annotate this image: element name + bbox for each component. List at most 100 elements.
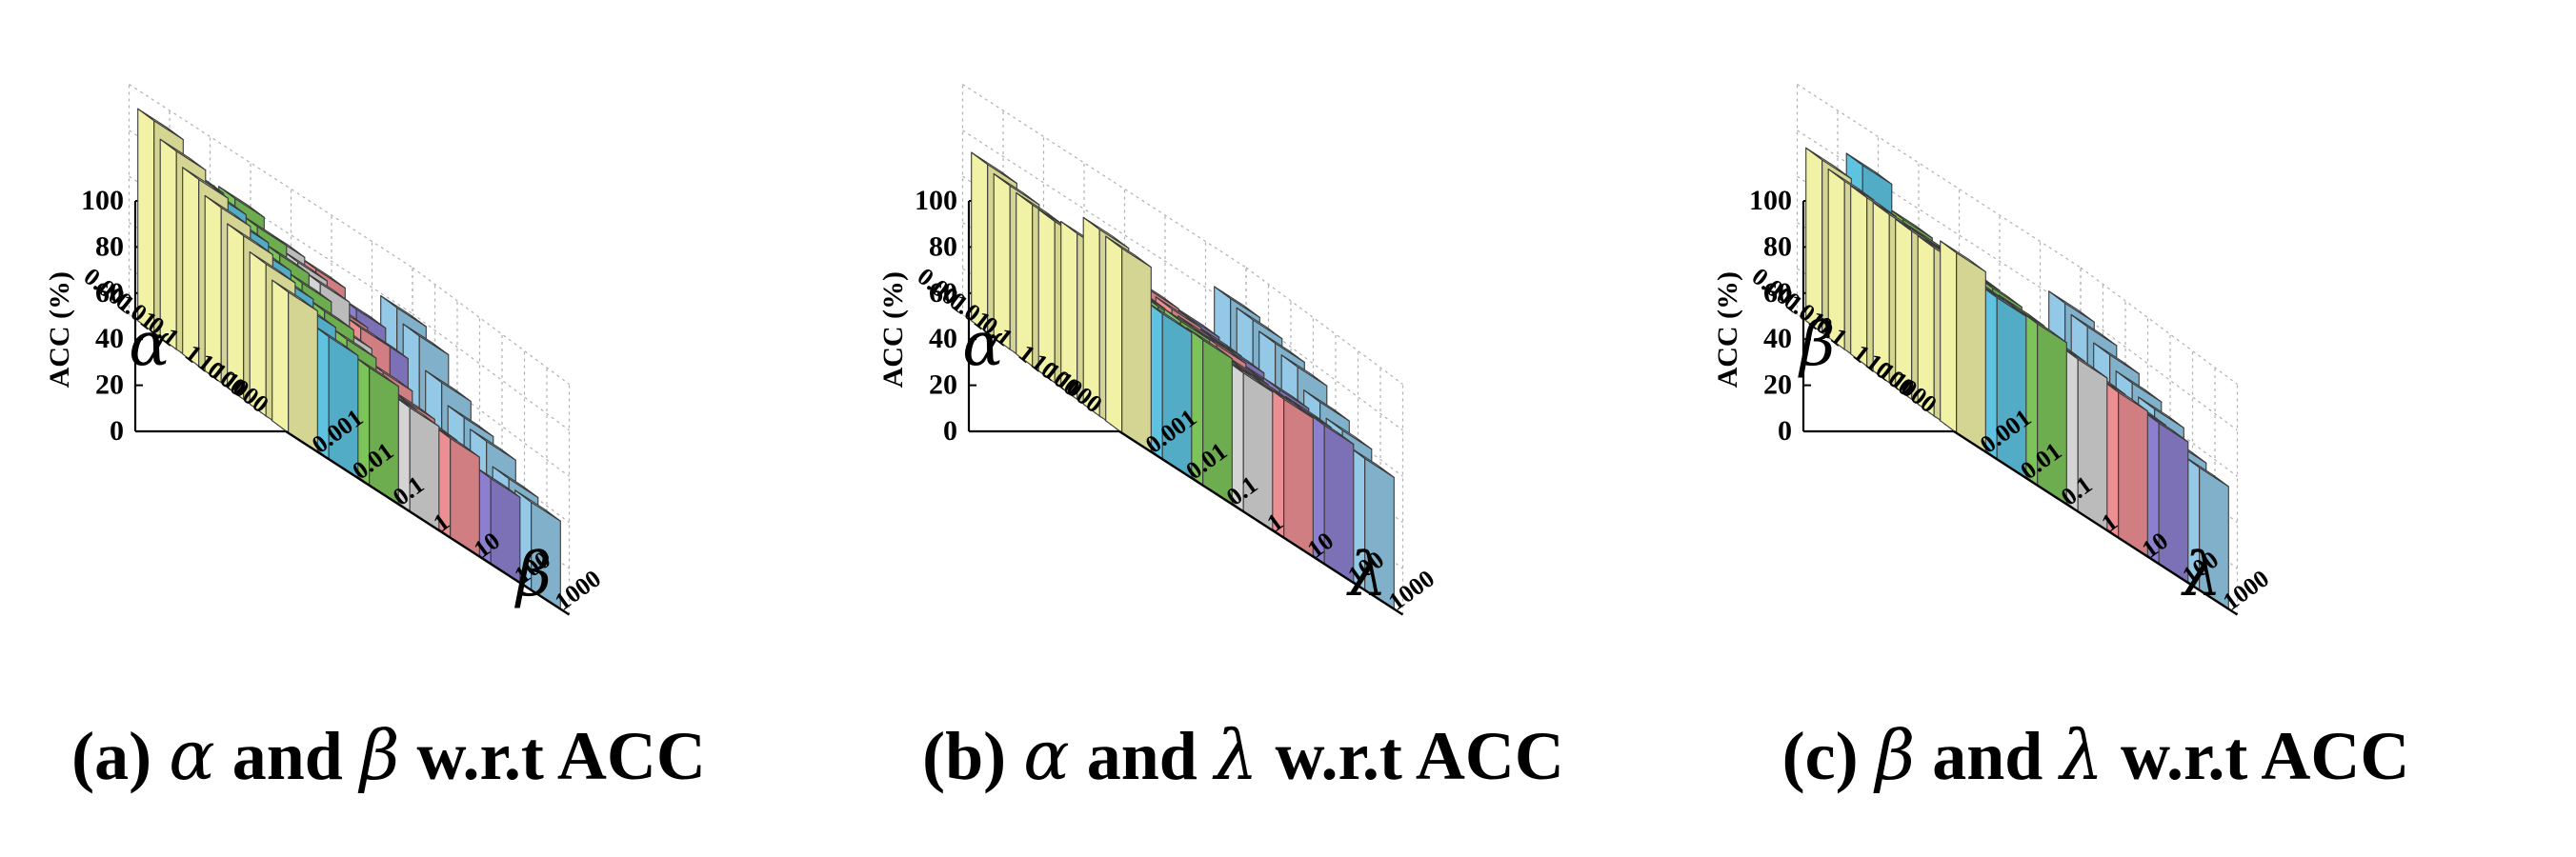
- z-tick-label: 0: [110, 415, 124, 447]
- bar: [1105, 235, 1152, 452]
- z-tick-label: 60: [95, 277, 124, 309]
- z-tick-label: 60: [1763, 277, 1792, 309]
- bar-face-top: [312, 324, 359, 356]
- bar-face-top: [1105, 235, 1152, 269]
- gridline: [2080, 312, 2238, 431]
- col-axis-line: [285, 429, 571, 616]
- bars: [137, 108, 561, 609]
- bar-face-top: [470, 428, 516, 461]
- bar-face-top: [1244, 369, 1292, 403]
- bar-face-right: [2118, 391, 2148, 557]
- bar-face-top: [1267, 387, 1314, 419]
- bar-face-top: [2093, 342, 2140, 375]
- gridline: [412, 312, 570, 431]
- caption-a: (a) α and β w.r.t ACC: [71, 715, 706, 795]
- bar-face-top: [2048, 290, 2095, 323]
- bar-face-right: [1956, 252, 1986, 452]
- gridline: [2080, 267, 2238, 385]
- row-axis-symbol: α: [129, 309, 170, 380]
- gridline: [1797, 130, 2082, 314]
- bar-face-top: [272, 279, 318, 312]
- bar-face-top: [1805, 147, 1852, 180]
- col-axis-line: [1118, 429, 1404, 616]
- bar-face-top: [1218, 341, 1265, 374]
- z-tick-label: 40: [1763, 323, 1792, 354]
- bar-face-top: [2070, 313, 2118, 347]
- bar-face-top: [1226, 360, 1274, 393]
- bar-face-left: [1940, 240, 1958, 433]
- bar-face-top: [303, 270, 351, 303]
- bar-face-left: [182, 167, 200, 367]
- y-axis-title: ACC (%): [877, 271, 909, 388]
- gridline: [412, 405, 570, 524]
- bar-face-top: [137, 108, 184, 141]
- caption-c: (c) β and λ w.r.t ACC: [1782, 715, 2410, 795]
- bar-face-left: [1105, 235, 1123, 433]
- bar-face-top: [1155, 296, 1202, 329]
- bar-face-top: [1303, 389, 1350, 422]
- bar-face-top: [447, 405, 494, 437]
- y-axis-title: ACC (%): [44, 271, 75, 388]
- gridline: [129, 130, 413, 314]
- bar-face-top: [299, 256, 346, 289]
- gridline: [962, 83, 1247, 269]
- bar-face-top: [2115, 370, 2163, 403]
- bar: [272, 279, 318, 452]
- col-axis-symbol: β: [514, 540, 552, 610]
- bar-face-top: [1872, 202, 1920, 234]
- z-tick-label: 60: [929, 277, 957, 309]
- bar-face-top: [263, 242, 310, 274]
- bar-face-top: [1895, 218, 1942, 251]
- bar-face-top: [1016, 191, 1062, 225]
- z-tick-label: 80: [929, 230, 957, 262]
- bar-face-top: [1940, 240, 1986, 272]
- bar-face-top: [433, 426, 480, 458]
- bar-face-top: [1145, 301, 1193, 333]
- col-axis-symbol: λ: [2180, 540, 2222, 610]
- z-tick-label: 40: [95, 323, 124, 354]
- bar-face-right: [1121, 248, 1152, 452]
- bar-face-top: [1845, 152, 1893, 185]
- bar-face-top: [473, 466, 521, 498]
- y-axis-title: ACC (%): [1712, 271, 1743, 388]
- bar-face-top: [1082, 216, 1130, 249]
- bar-face-top: [1998, 294, 2045, 327]
- bar-face-top: [182, 167, 229, 199]
- z-tick-label: 40: [929, 323, 957, 354]
- gridline: [1245, 312, 1403, 431]
- row-axis-symbol: β: [1798, 309, 1835, 380]
- bar-face-right: [1202, 339, 1233, 505]
- bar-face-right: [288, 291, 318, 452]
- floor-outline: [962, 314, 1403, 615]
- z-tick-label: 80: [1763, 230, 1792, 262]
- bar-face-top: [2021, 310, 2067, 344]
- bar-face-top: [227, 223, 273, 255]
- floor-outline: [1797, 314, 2238, 615]
- bar-face-top: [402, 323, 450, 356]
- bar-face-top: [344, 315, 391, 348]
- bar-face-top: [1262, 377, 1310, 409]
- bar-face-top: [352, 354, 399, 388]
- bar: [1186, 327, 1233, 505]
- gridline: [412, 267, 570, 385]
- bar-face-right: [2077, 358, 2108, 531]
- bar-face-top: [1280, 354, 1328, 387]
- bar-face-top: [1258, 330, 1305, 363]
- gridline: [1245, 267, 1403, 385]
- bar-face-top: [1325, 417, 1373, 450]
- bar-face-top: [2102, 379, 2148, 412]
- bar-face-top: [1980, 285, 2027, 317]
- caption-b: (b) α and λ w.r.t ACC: [922, 715, 1564, 795]
- gridline: [1245, 359, 1403, 477]
- bar-face-top: [2138, 396, 2184, 428]
- bar-face-left: [272, 279, 290, 433]
- z-tick-label: 20: [95, 369, 124, 401]
- bar-face-top: [1196, 325, 1242, 357]
- bar-face-top: [204, 194, 252, 228]
- bar-face-top: [425, 369, 472, 403]
